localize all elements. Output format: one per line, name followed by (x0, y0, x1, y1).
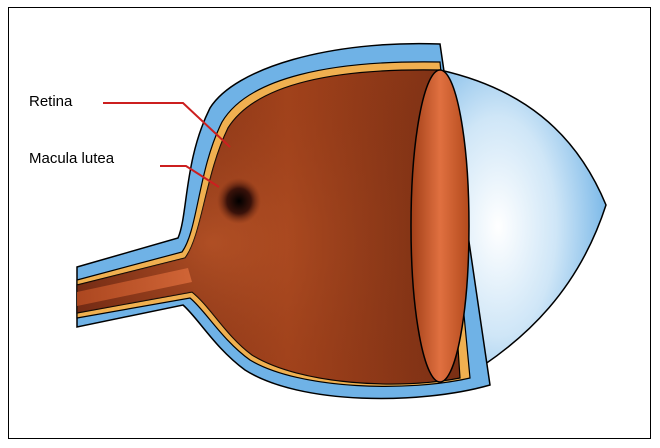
retina-label: Retina (29, 94, 72, 109)
macula-lutea-label: Macula lutea (29, 151, 114, 166)
macula-lutea-spot (217, 178, 261, 224)
lens-section (411, 70, 469, 382)
vitreous-shading (77, 70, 460, 384)
